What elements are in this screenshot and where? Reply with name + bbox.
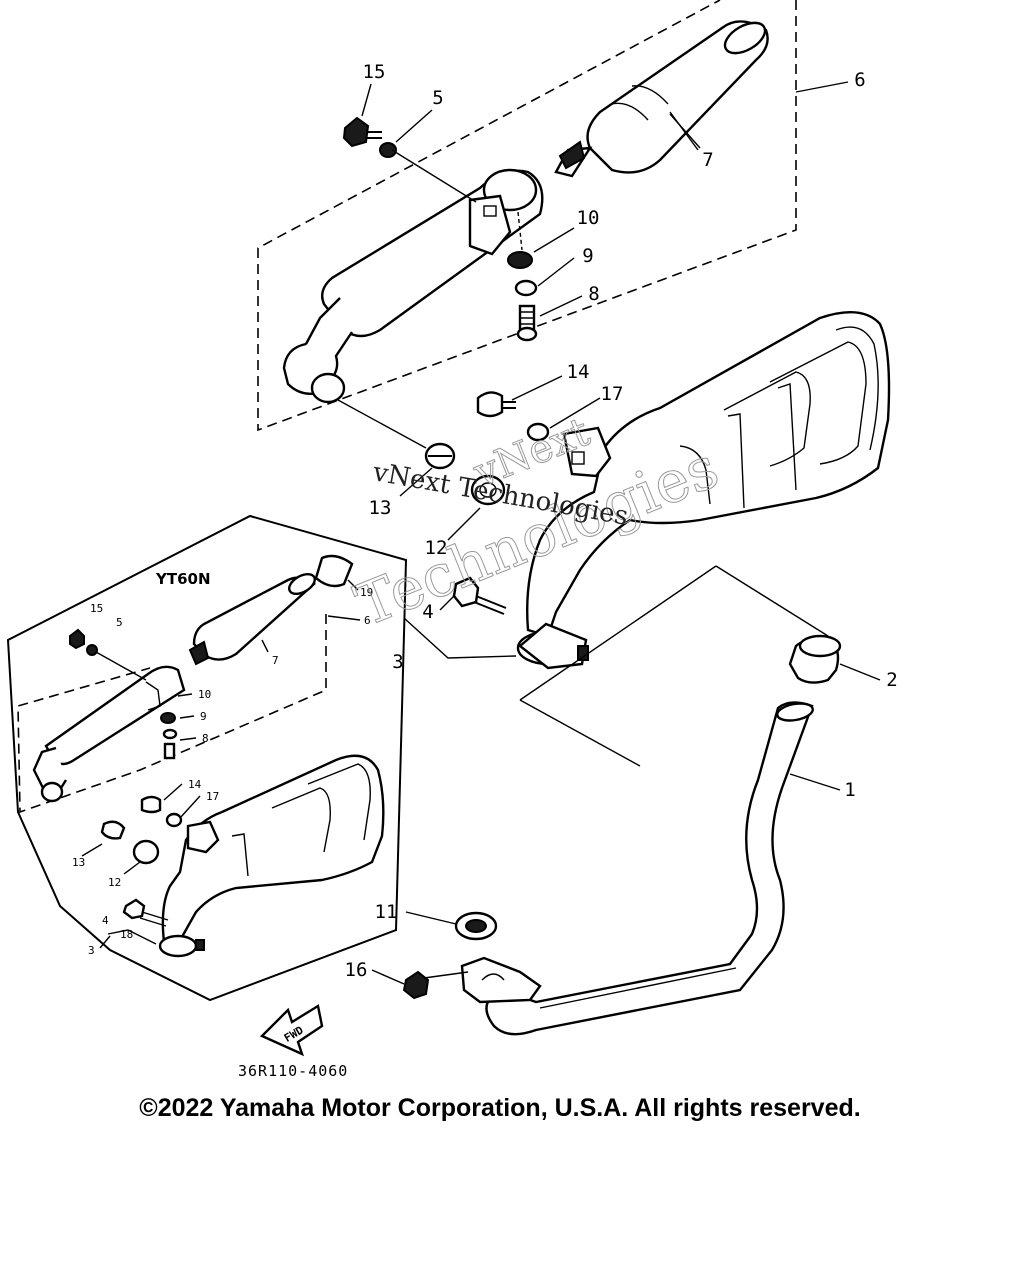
clamp-leader-lines <box>403 565 829 767</box>
callout-16: 16 <box>345 959 368 981</box>
main-muffler <box>516 311 891 670</box>
callout-11: 11 <box>375 901 398 923</box>
collar-12 <box>470 474 506 506</box>
washer-5 <box>379 142 477 203</box>
bolt-14 <box>476 391 516 418</box>
callout-6: 6 <box>854 69 865 91</box>
inset-callout-13: 13 <box>72 856 85 869</box>
inset-callout-14: 14 <box>188 778 202 791</box>
callout-12: 12 <box>425 537 448 559</box>
callout-5: 5 <box>432 87 443 109</box>
callout-4: 4 <box>422 601 433 623</box>
sleeve-2 <box>788 634 842 684</box>
bolt-15 <box>342 116 382 148</box>
callout-14: 14 <box>567 361 590 383</box>
exhaust-pipe-1 <box>460 701 814 1036</box>
callout-3: 3 <box>392 651 403 673</box>
inset-labels: YT60N 15 5 19 6 7 10 9 8 14 17 13 12 4 1… <box>72 570 373 957</box>
inset-callout-6: 6 <box>364 614 371 627</box>
callout-15: 15 <box>363 61 386 83</box>
inset-callout-10: 10 <box>198 688 211 701</box>
drawing-code: 36R110-4060 <box>238 1062 348 1080</box>
gasket-13 <box>424 442 456 470</box>
callout-7: 7 <box>702 149 713 171</box>
inset-callout-12: 12 <box>108 876 121 889</box>
callout-2: 2 <box>886 669 897 691</box>
inset-callout-9: 9 <box>200 710 207 723</box>
muffler-body-upper <box>282 168 544 449</box>
bolt-16 <box>402 970 469 1000</box>
inset-callout-8: 8 <box>202 732 209 745</box>
inset-yt60n <box>6 514 408 1002</box>
callout-8: 8 <box>588 283 599 305</box>
muffler-assembly-outline <box>257 0 849 432</box>
callout-1: 1 <box>844 779 855 801</box>
inset-callout-17: 17 <box>206 790 219 803</box>
fwd-arrow: FWD <box>259 1004 324 1057</box>
copyright-notice: ©2022 Yamaha Motor Corporation, U.S.A. A… <box>139 1094 860 1122</box>
callout-13: 13 <box>369 497 392 519</box>
callout-17: 17 <box>601 383 624 405</box>
tail-pipe <box>554 20 769 178</box>
inset-callout-4: 4 <box>102 914 109 927</box>
inset-callout-5: 5 <box>116 616 123 629</box>
inset-callout-18: 18 <box>120 928 133 941</box>
inset-callout-15: 15 <box>90 602 103 615</box>
inset-callout-19: 19 <box>360 586 373 599</box>
inset-callout-7: 7 <box>272 654 279 667</box>
inset-title: YT60N <box>155 570 211 588</box>
callout-10: 10 <box>577 207 600 229</box>
main-callouts: 15 5 6 7 10 9 8 14 17 13 12 4 3 2 1 11 1… <box>345 61 898 981</box>
callout-leaders <box>361 83 881 985</box>
grommet-11 <box>454 911 498 941</box>
washer-17 <box>526 422 550 442</box>
callout-9: 9 <box>582 245 593 267</box>
inset-callout-3: 3 <box>88 944 95 957</box>
damper-stack <box>507 211 538 342</box>
